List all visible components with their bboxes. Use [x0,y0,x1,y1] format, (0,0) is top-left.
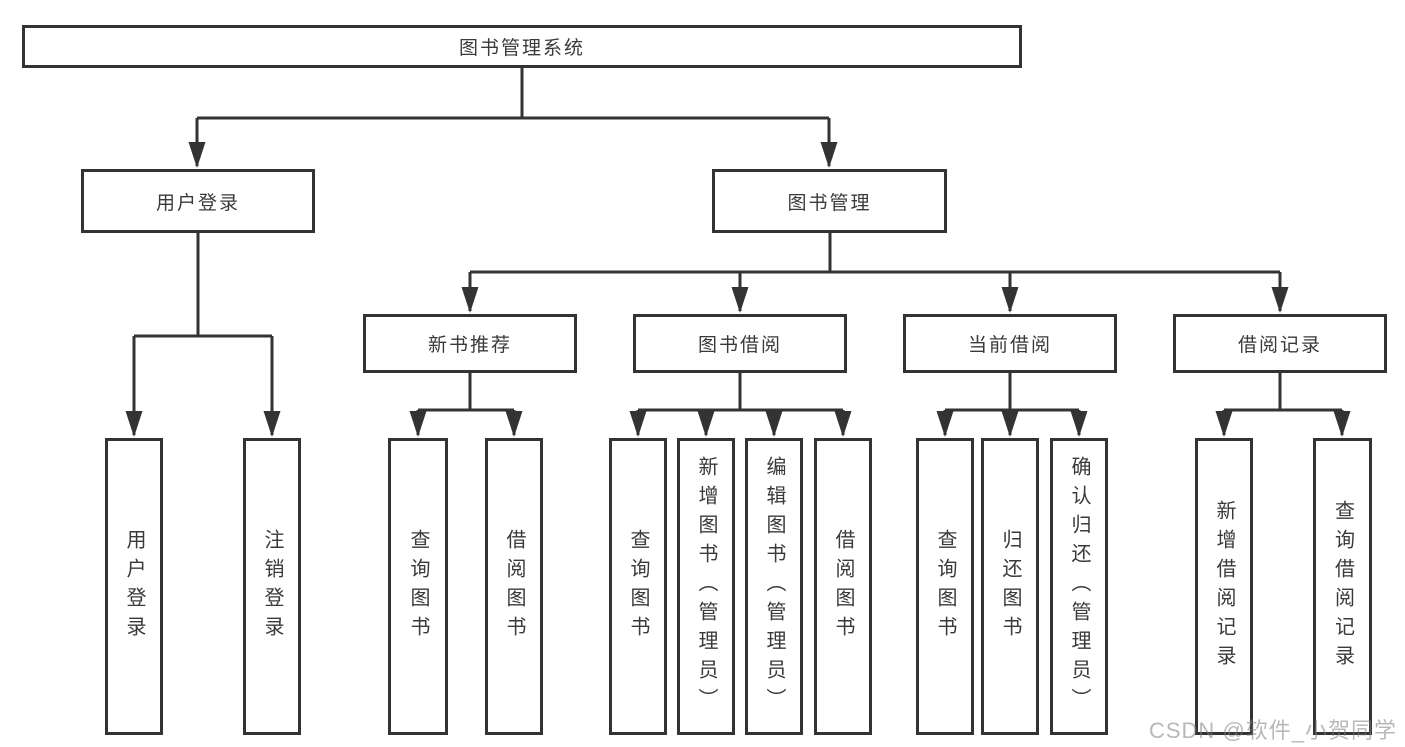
leaf-query-borrow-record: 查询借阅记录 [1313,438,1372,735]
leaf-logout-label: 注销登录 [261,528,283,645]
leaf-query-borrow-record-label: 查询借阅记录 [1331,499,1354,674]
leaf-return-book-label: 归还图书 [999,528,1021,645]
node-new-book-recommend-label: 新书推荐 [427,335,512,356]
node-user-login-label: 用户登录 [155,192,240,214]
leaf-add-book-admin: 新增图书（管理员） [677,438,735,735]
leaf-return-book: 归还图书 [981,438,1039,735]
leaf-query-books-recommend: 查询图书 [388,438,448,735]
leaf-user-login-label: 用户登录 [123,528,145,645]
connector-new-book-recommend [409,373,523,437]
leaf-query-books-current-label: 查询图书 [934,528,956,645]
leaf-borrow-books-borrow-label: 借阅图书 [832,528,854,645]
leaf-add-book-admin-label: 新增图书（管理员） [695,456,717,717]
node-book-management: 图书管理 [712,169,947,233]
leaf-confirm-return-admin: 确认归还（管理员） [1050,438,1108,735]
connector-borrow-records [1215,373,1351,437]
connector-user-login [125,233,281,437]
leaf-confirm-return-admin-label: 确认归还（管理员） [1068,456,1090,717]
leaf-user-login: 用户登录 [105,438,163,735]
leaf-add-borrow-record: 新增借阅记录 [1195,438,1253,735]
leaf-add-borrow-record-label: 新增借阅记录 [1213,499,1235,674]
leaf-query-books-borrow-label: 查询图书 [627,528,649,645]
node-current-borrow-label: 当前借阅 [967,335,1052,356]
connector-root [188,68,838,168]
node-new-book-recommend: 新书推荐 [363,314,577,373]
leaf-borrow-books-recommend: 借阅图书 [485,438,543,735]
leaf-edit-book-admin-label: 编辑图书（管理员） [763,456,785,717]
connector-current-borrow [936,373,1088,437]
node-book-management-label: 图书管理 [787,192,872,214]
connector-book-borrow [629,373,852,437]
node-root: 图书管理系统 [22,25,1022,68]
node-book-borrow: 图书借阅 [633,314,847,373]
leaf-borrow-books-borrow: 借阅图书 [814,438,872,735]
connector-book-management [461,233,1289,313]
node-book-borrow-label: 图书借阅 [697,335,782,356]
leaf-query-books-recommend-label: 查询图书 [407,528,429,645]
leaf-query-books-borrow: 查询图书 [609,438,667,735]
node-root-label: 图书管理系统 [458,38,585,59]
node-borrow-records-label: 借阅记录 [1237,335,1322,356]
node-borrow-records: 借阅记录 [1173,314,1387,373]
leaf-borrow-books-recommend-label: 借阅图书 [503,528,525,645]
leaf-edit-book-admin: 编辑图书（管理员） [745,438,803,735]
leaf-query-books-current: 查询图书 [916,438,974,735]
node-current-borrow: 当前借阅 [903,314,1117,373]
leaf-logout: 注销登录 [243,438,301,735]
node-user-login: 用户登录 [81,169,315,233]
